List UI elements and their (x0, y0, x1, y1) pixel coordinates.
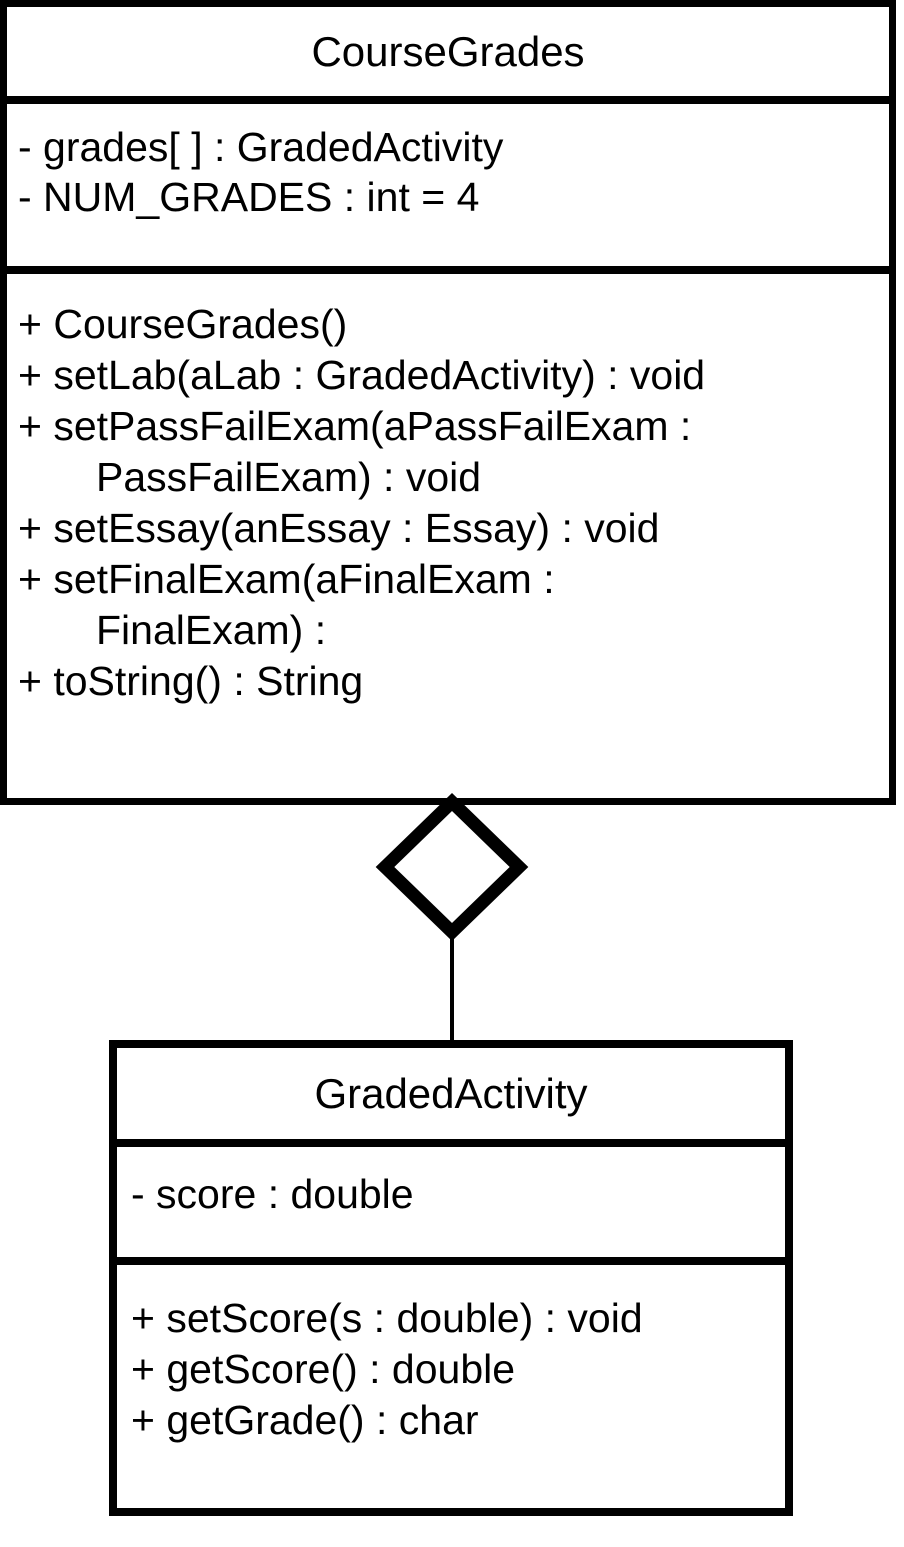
aggregation-diamond-icon (375, 792, 529, 942)
attributes-compartment: - grades[ ] : GradedActivity - NUM_GRADE… (7, 96, 889, 266)
operation-list: + setScore(s : double) : void + getScore… (131, 1298, 643, 1451)
operation-item: + setScore(s : double) : void (131, 1295, 643, 1341)
operation-item: + setLab(aLab : GradedActivity) : void (18, 352, 706, 398)
attribute-list: - grades[ ] : GradedActivity - NUM_GRADE… (18, 127, 503, 227)
attribute-item: - grades[ ] : GradedActivity (18, 124, 504, 170)
attributes-compartment: - score : double (117, 1139, 785, 1257)
class-name-compartment: CourseGrades (7, 7, 889, 96)
operation-item: + getGrade() : char (131, 1397, 479, 1443)
class-name-compartment: GradedActivity (117, 1048, 785, 1139)
uml-class-graded-activity[interactable]: GradedActivity - score : double + setSco… (109, 1040, 793, 1516)
operation-item: + setEssay(anEssay : Essay) : void (18, 505, 660, 551)
operation-item: + CourseGrades() (18, 301, 348, 347)
uml-class-course-grades[interactable]: CourseGrades - grades[ ] : GradedActivit… (0, 0, 896, 805)
operations-compartment: + CourseGrades() + setLab(aLab : GradedA… (7, 266, 889, 798)
operation-item: + setFinalExam(aFinalExam : (18, 556, 555, 602)
operations-compartment: + setScore(s : double) : void + getScore… (117, 1257, 785, 1508)
operation-item-continuation: FinalExam) : (96, 607, 327, 653)
class-name-label: GradedActivity (314, 1069, 588, 1117)
attribute-item: - NUM_GRADES : int = 4 (18, 174, 480, 220)
attribute-list: - score : double (131, 1174, 414, 1215)
aggregation-connector (375, 792, 529, 1042)
attribute-item: - score : double (131, 1171, 414, 1217)
operation-item-continuation: PassFailExam) : void (96, 454, 482, 500)
operation-item: + setPassFailExam(aPassFailExam : (18, 403, 692, 449)
operation-item: + getScore() : double (131, 1346, 516, 1392)
class-name-label: CourseGrades (311, 27, 585, 75)
operation-item: + toString() : String (18, 658, 364, 704)
operation-list: + CourseGrades() + setLab(aLab : GradedA… (18, 304, 705, 712)
